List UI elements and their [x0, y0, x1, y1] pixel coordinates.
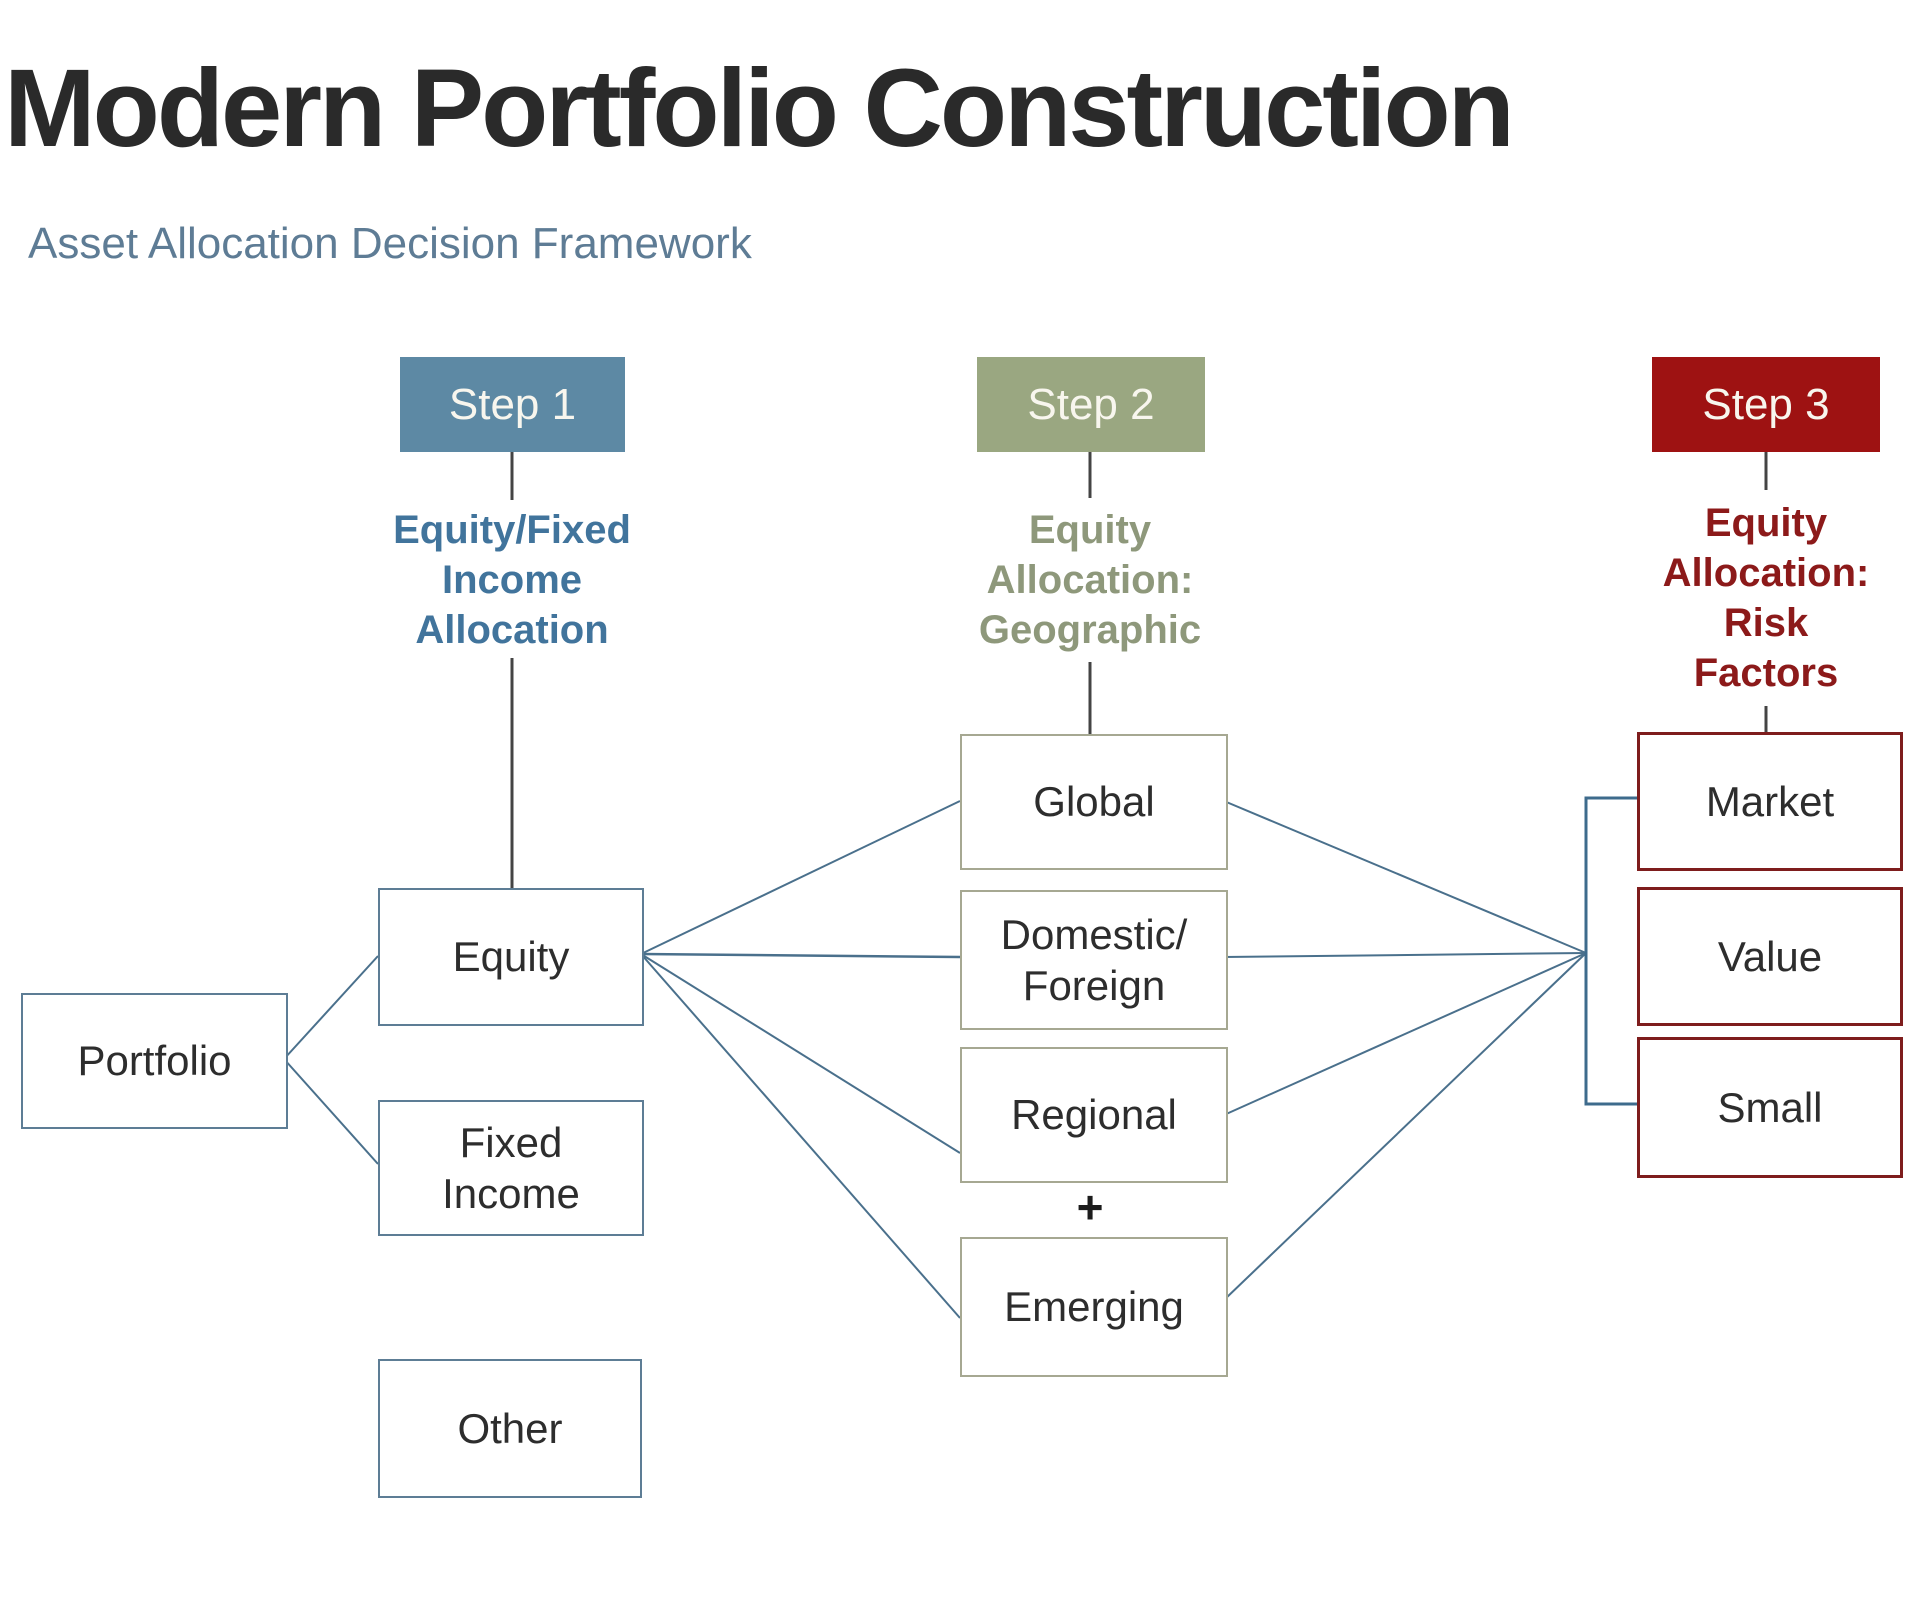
node-small: Small — [1637, 1037, 1903, 1178]
step2-caption: Equity Allocation: Geographic — [978, 508, 1202, 652]
connector-portfolio-fixed-income — [283, 1058, 379, 1165]
risk-factor-bracket — [1584, 796, 1637, 1106]
connector-global-bracket — [1223, 800, 1587, 954]
connector-domestic-bracket — [1223, 952, 1587, 958]
step1-caption: Equity/Fixed Income Allocation — [393, 508, 631, 652]
step3-header: Step 3 — [1652, 357, 1880, 452]
plus-sign: + — [1076, 1181, 1104, 1233]
connector-equity-regional — [640, 953, 961, 1154]
node-global: Global — [960, 734, 1228, 870]
node-portfolio: Portfolio — [21, 993, 288, 1129]
connector-emerging-bracket — [1223, 952, 1587, 1301]
step3-caption: Equity Allocation: Risk Factors — [1662, 501, 1870, 695]
step2-header: Step 2 — [977, 357, 1205, 452]
connector-equity-global — [640, 800, 961, 955]
node-market: Market — [1637, 732, 1903, 871]
node-fixed-income: Fixed Income — [378, 1100, 644, 1236]
connector-portfolio-equity — [283, 955, 379, 1060]
node-regional: Regional — [960, 1047, 1228, 1183]
step3-label: Step 3 — [1702, 379, 1830, 429]
diagram-subtitle: Asset Allocation Decision Framework — [28, 219, 752, 268]
connector-equity-domestic — [640, 952, 961, 959]
page-title: Modern Portfolio Construction — [4, 47, 1515, 170]
step1-header: Step 1 — [400, 357, 625, 452]
node-equity: Equity — [378, 888, 644, 1026]
node-emerging: Emerging — [960, 1237, 1228, 1377]
step1-label: Step 1 — [448, 379, 577, 429]
node-domestic-foreign: Domestic/ Foreign — [960, 890, 1228, 1030]
connector-equity-emerging — [640, 953, 961, 1319]
step2-label: Step 2 — [1027, 379, 1155, 429]
node-other: Other — [378, 1359, 642, 1498]
node-value: Value — [1637, 887, 1903, 1026]
connector-regional-bracket — [1223, 952, 1587, 1116]
